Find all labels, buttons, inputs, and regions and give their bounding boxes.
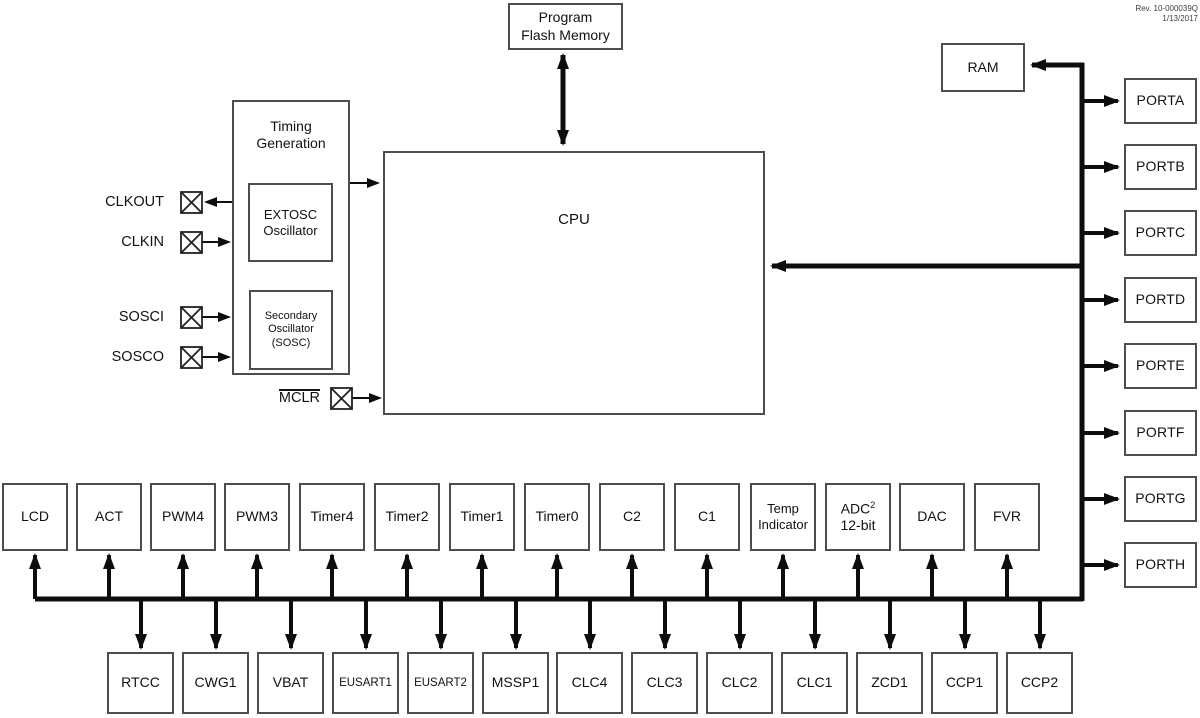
pin-icon-sosco bbox=[180, 346, 203, 369]
pin-label-sosci: SOSCI bbox=[118, 309, 164, 325]
block-portc: PORTC bbox=[1124, 210, 1197, 256]
block-timer2: Timer2 bbox=[374, 483, 440, 551]
block-secondary-oscillator: Secondary Oscillator (SOSC) bbox=[249, 290, 333, 370]
block-porte: PORTE bbox=[1124, 343, 1197, 389]
pin-symbols bbox=[180, 191, 353, 410]
block-porta: PORTA bbox=[1124, 78, 1197, 124]
pin-icon-sosci bbox=[180, 306, 203, 329]
block-ccp2: CCP2 bbox=[1006, 652, 1073, 714]
pin-label-clkin: CLKIN bbox=[121, 234, 164, 250]
block-portd: PORTD bbox=[1124, 277, 1197, 323]
pin-arrows bbox=[202, 197, 382, 403]
block-clc2: CLC2 bbox=[706, 652, 773, 714]
block-eusart2: EUSART2 bbox=[407, 652, 474, 714]
block-pwm4: PWM4 bbox=[150, 483, 216, 551]
block-portb: PORTB bbox=[1124, 144, 1197, 190]
block-timer0: Timer0 bbox=[524, 483, 590, 551]
block-porth: PORTH bbox=[1124, 542, 1197, 588]
block-c2: C2 bbox=[599, 483, 665, 551]
block-extosc-oscillator: EXTOSC Oscillator bbox=[248, 183, 333, 262]
block-portf: PORTF bbox=[1124, 410, 1197, 456]
block-program-flash-memory: Program Flash Memory bbox=[508, 3, 623, 50]
block-clc4: CLC4 bbox=[556, 652, 623, 714]
block-mssp1: MSSP1 bbox=[482, 652, 549, 714]
block-clc1: CLC1 bbox=[781, 652, 848, 714]
block-pwm3: PWM3 bbox=[224, 483, 290, 551]
block-dac: DAC bbox=[899, 483, 965, 551]
block-act: ACT bbox=[76, 483, 142, 551]
pin-icon-clkout bbox=[180, 191, 203, 214]
revision-note: Rev. 10-000039Q 1/13/2017 bbox=[1135, 4, 1198, 23]
block-cpu: CPU bbox=[383, 151, 765, 415]
block-clc3: CLC3 bbox=[631, 652, 698, 714]
block-vbat: VBAT bbox=[257, 652, 324, 714]
block-ccp1: CCP1 bbox=[931, 652, 998, 714]
block-rtcc: RTCC bbox=[107, 652, 174, 714]
pin-label-clkout: CLKOUT bbox=[105, 194, 164, 210]
block-fvr: FVR bbox=[974, 483, 1040, 551]
pin-icon-mclr bbox=[330, 387, 353, 410]
block-temp-indicator: Temp Indicator bbox=[750, 483, 816, 551]
pin-icon-clkin bbox=[180, 231, 203, 254]
peripheral-up-arrows bbox=[29, 553, 1013, 599]
block-ram: RAM bbox=[941, 43, 1025, 92]
block-c1: C1 bbox=[674, 483, 740, 551]
port-branch-arrows bbox=[1084, 95, 1120, 571]
pin-label-mclr: MCLR bbox=[278, 389, 320, 406]
block-timer4: Timer4 bbox=[299, 483, 365, 551]
block-cwg1: CWG1 bbox=[182, 652, 249, 714]
block-timing-generation: Timing Generation EXTOSC Oscillator Seco… bbox=[232, 100, 350, 375]
block-eusart1: EUSART1 bbox=[332, 652, 399, 714]
block-timer1: Timer1 bbox=[449, 483, 515, 551]
block-lcd: LCD bbox=[2, 483, 68, 551]
pin-label-sosco: SOSCO bbox=[111, 349, 164, 365]
block-zcd1: ZCD1 bbox=[856, 652, 923, 714]
block-portg: PORTG bbox=[1124, 476, 1197, 522]
peripheral-down-arrows bbox=[135, 599, 1046, 650]
